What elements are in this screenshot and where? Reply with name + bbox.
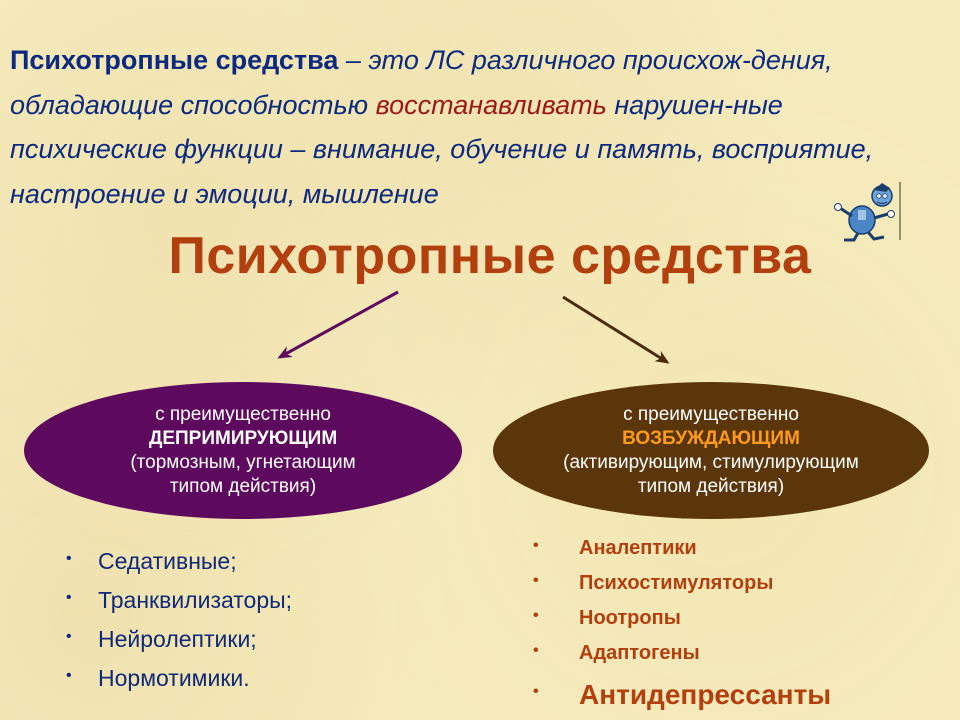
list-item-label: Транквилизаторы; [98, 587, 293, 613]
bullet-icon: • [533, 572, 539, 589]
stimulant-list: •Аналептики •Психостимуляторы •Ноотропы … [533, 537, 831, 714]
definition-text: Психотропные средства – это ЛС различног… [10, 38, 940, 216]
bullet-icon: • [533, 683, 539, 700]
list-item-label: Адаптогены [579, 642, 700, 664]
stimulant-group-ellipse: с преимущественно ВОЗБУЖДАЮЩИМ (активиру… [493, 382, 929, 519]
bullet-icon: • [66, 628, 72, 645]
list-item: • Ноотропы [533, 607, 831, 642]
definition-lead: Психотропные средства [10, 45, 339, 75]
list-item-label: Седативные; [98, 548, 237, 574]
depressant-line2: ДЕПРИМИРУЮЩИМ [148, 427, 338, 449]
definition-part2: нарушен-ные психические функции – вниман… [10, 89, 874, 209]
bullet-icon: • [533, 537, 539, 554]
bullet-icon: • [66, 550, 72, 567]
list-item-label: Аналептики [579, 537, 697, 559]
list-item: • Аналептики [533, 537, 831, 572]
list-item: • Нормотимики. [66, 665, 292, 704]
list-item: • Седативные; [66, 548, 292, 587]
list-item-label: Нормотимики. [98, 665, 250, 691]
stimulant-line2: ВОЗБУЖДАЮЩИМ [622, 427, 800, 449]
list-item-label: Психостимуляторы [579, 572, 774, 594]
stimulant-line1: с преимущественно [623, 403, 799, 425]
list-item-label: Ноотропы [579, 607, 681, 629]
list-item: • Психостимуляторы [533, 572, 831, 607]
stimulant-line4: типом действия) [637, 475, 785, 497]
right-arrow [562, 295, 670, 364]
list-item: • Адаптогены [533, 642, 831, 677]
depressant-line4: типом действия) [169, 475, 317, 497]
running-figure-icon [834, 182, 901, 242]
depressant-line1: с преимущественно [155, 403, 331, 425]
list-item: • Антидепрессанты [533, 679, 831, 714]
depressant-group-ellipse: с преимущественно ДЕПРИМИРУЮЩИМ (тормозн… [24, 382, 462, 519]
bullet-icon: • [66, 667, 72, 684]
list-item: • Транквилизаторы; [66, 587, 292, 626]
list-item: • Нейролептики; [66, 626, 292, 665]
bullet-icon: • [66, 589, 72, 606]
left-arrow [277, 290, 399, 359]
definition-part1: – это ЛС различного происхож-дения, обла… [10, 45, 833, 120]
main-title: Психотропные средства [168, 227, 812, 285]
definition-accent: восстанавливать [375, 89, 607, 120]
depressant-line3: (тормозным, угнетающим [130, 451, 356, 473]
bullet-icon: • [533, 607, 539, 624]
list-item-label: Антидепрессанты [579, 679, 832, 710]
bullet-icon: • [533, 642, 539, 659]
list-item-label: Нейролептики; [98, 626, 257, 652]
stimulant-line3: (активирующим, стимулирующим [563, 451, 859, 473]
depressant-list: • Седативные; • Транквилизаторы; • Нейролеп… [66, 548, 292, 704]
